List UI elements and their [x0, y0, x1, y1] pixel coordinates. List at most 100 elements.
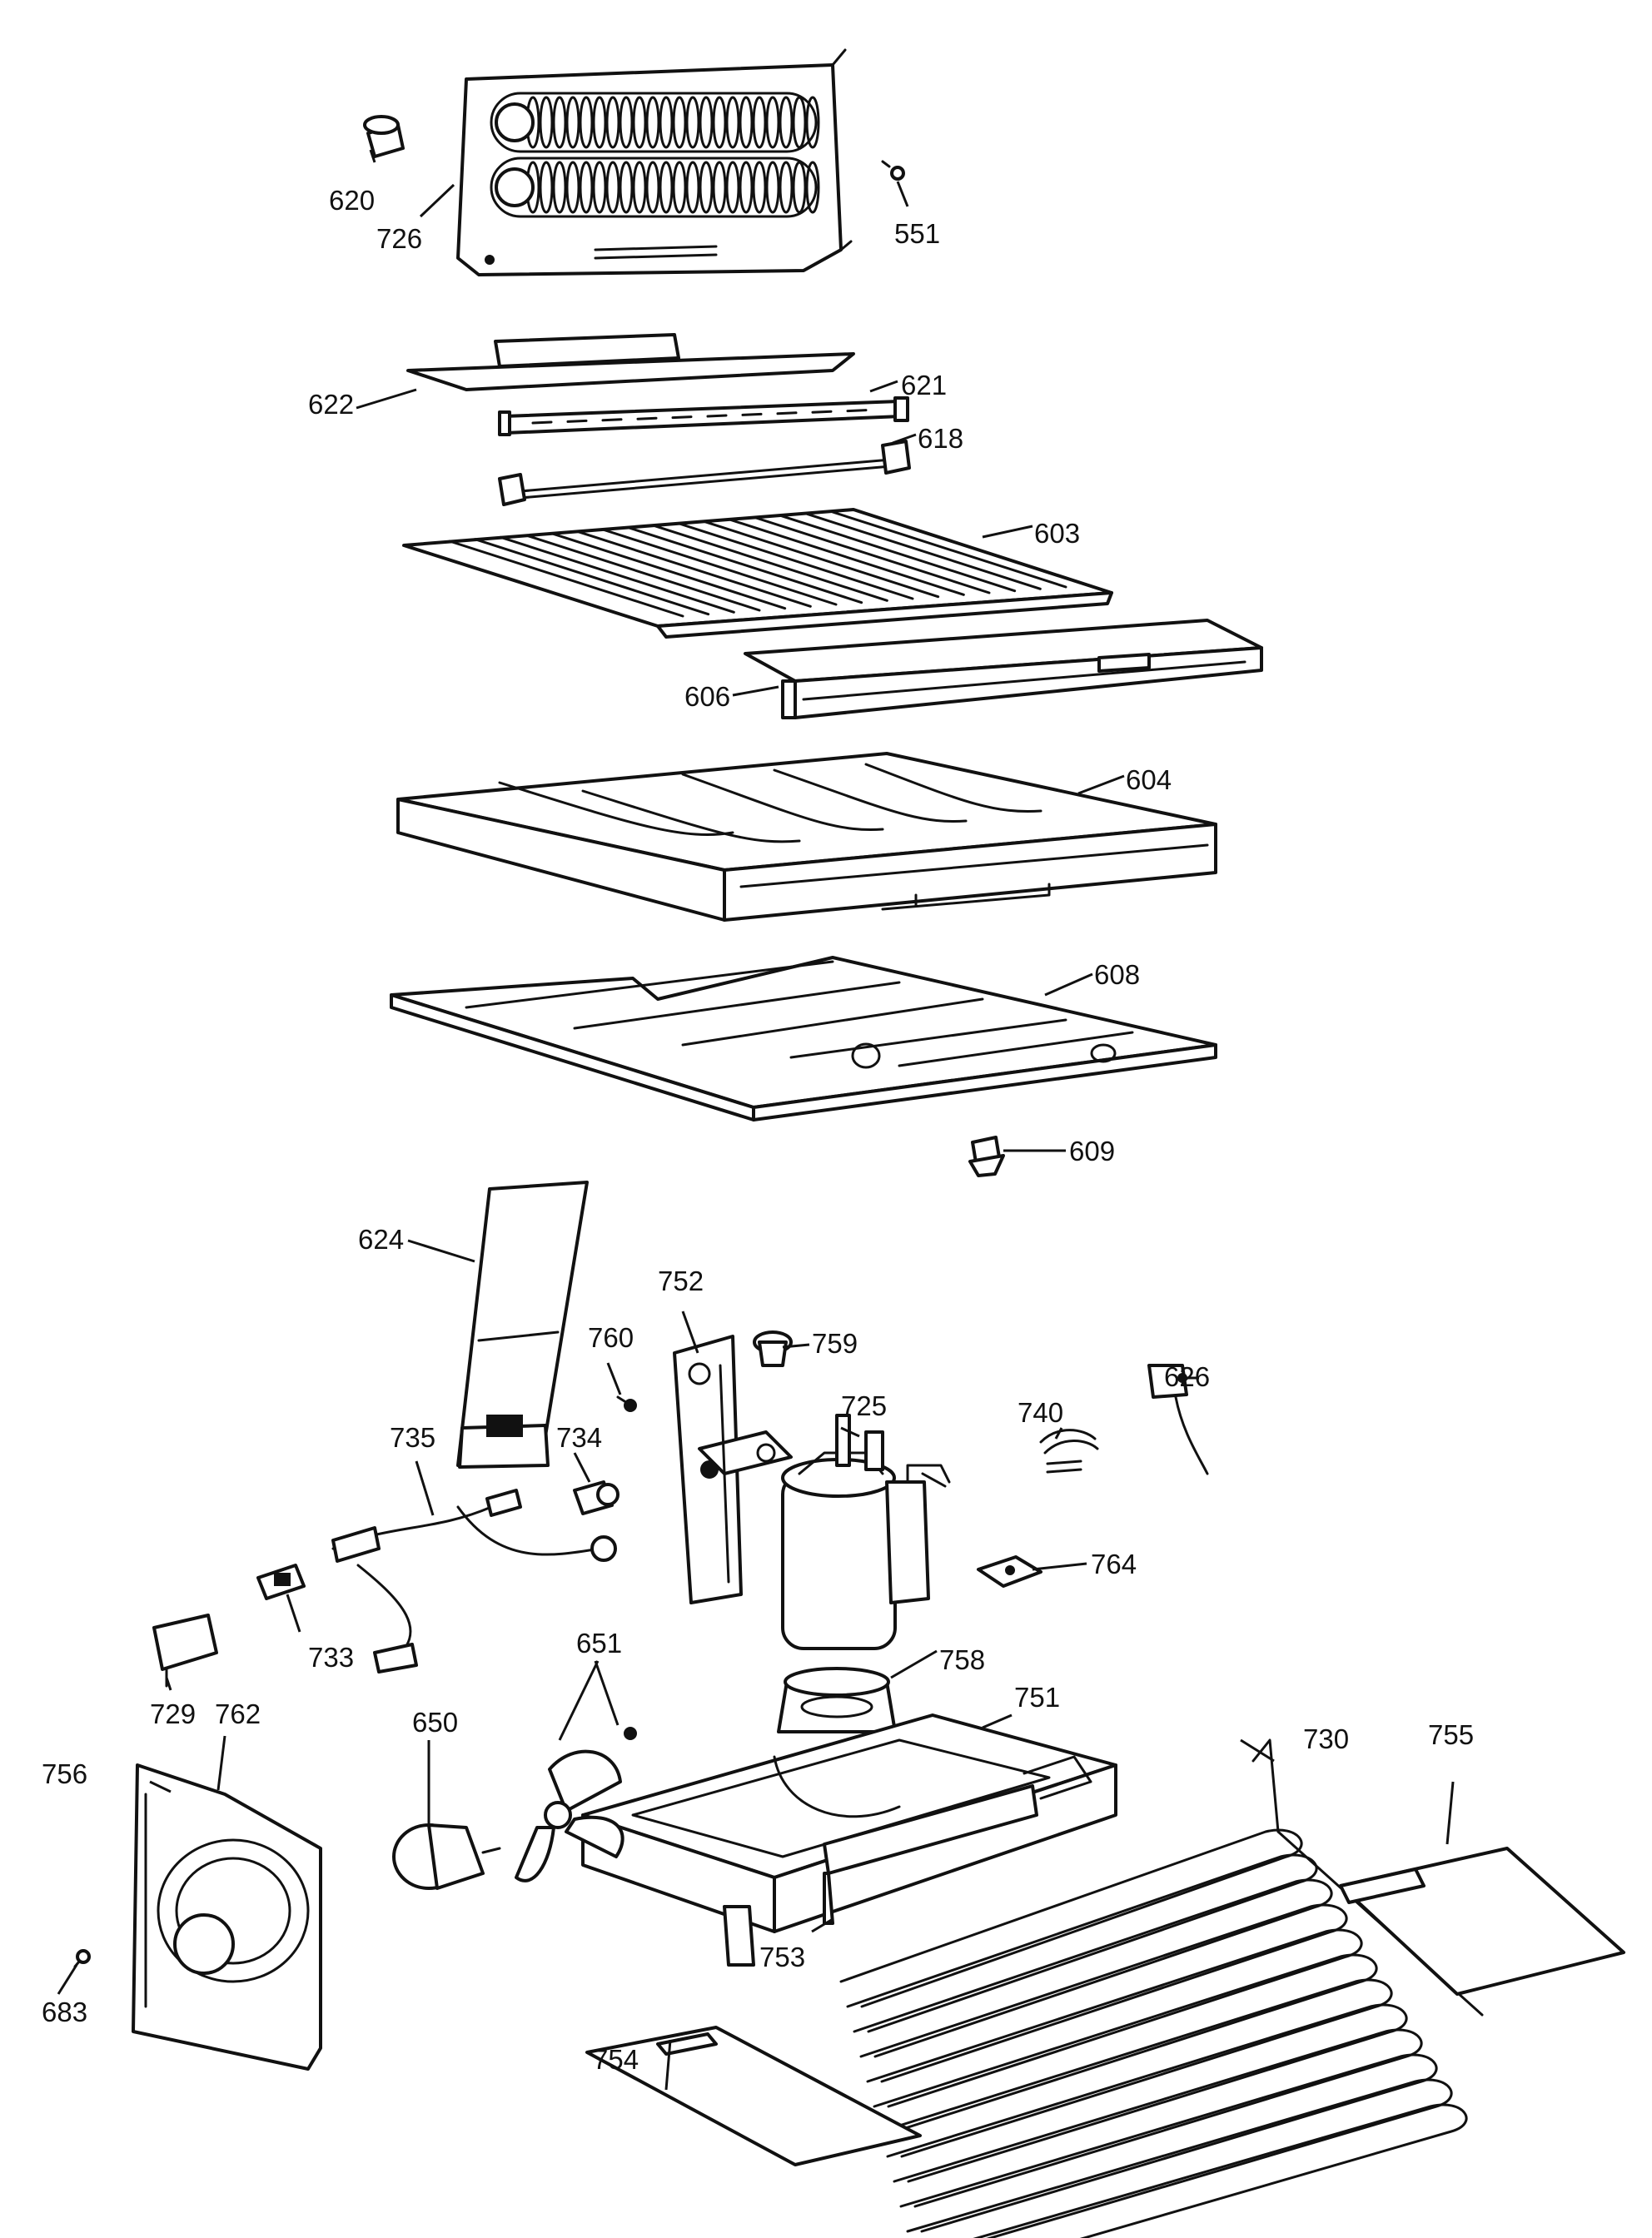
air-duct[interactable] [744, 619, 1263, 719]
evaporator-bracket[interactable] [406, 333, 855, 391]
label-621: 621 [901, 370, 947, 400]
screw-551[interactable] [881, 160, 905, 181]
coil-fin [765, 161, 780, 214]
shelf-rib [525, 534, 761, 612]
base-channel[interactable] [823, 1784, 1038, 1925]
label-740: 740 [1018, 1397, 1063, 1428]
shelf-rib [831, 510, 1067, 589]
evaporator-coil[interactable] [456, 48, 853, 276]
label-758: 758 [939, 1644, 985, 1675]
cover-plate-755[interactable] [1339, 1847, 1625, 1996]
grommet[interactable] [363, 115, 405, 158]
coil-fin [779, 96, 794, 149]
power-cord-plug[interactable] [1147, 1364, 1209, 1475]
shelf-rib [601, 528, 838, 606]
coil-fin [792, 96, 807, 149]
coil-fin [605, 96, 620, 149]
label-762: 762 [215, 1698, 261, 1729]
label-551: 551 [894, 218, 940, 249]
switch[interactable] [256, 1564, 306, 1600]
shelf-rib [729, 518, 965, 596]
terminal-plate[interactable] [977, 1555, 1042, 1588]
air-duct-panel[interactable] [456, 1181, 589, 1469]
coil-fin [565, 96, 580, 149]
label-608: 608 [1094, 959, 1140, 990]
label-624: 624 [358, 1224, 404, 1255]
label-651: 651 [576, 1628, 622, 1659]
condenser-fan-shroud[interactable] [132, 1763, 322, 2071]
shelf-rib [652, 524, 888, 602]
shelf-rib [448, 540, 684, 618]
heater-slot [566, 419, 588, 423]
label-603: 603 [1034, 518, 1080, 549]
coil-fin [712, 96, 727, 149]
coil-fin [805, 161, 820, 214]
coil-fin [685, 96, 700, 149]
label-726: 726 [376, 223, 422, 254]
label-752: 752 [658, 1266, 704, 1296]
label-609: 609 [1069, 1136, 1115, 1166]
shelf-rib [805, 512, 1042, 590]
wiring-harness[interactable] [331, 1489, 617, 1674]
cover-plate-754[interactable] [585, 2026, 922, 2166]
capacitor[interactable] [152, 1614, 218, 1688]
shelf-rib [575, 530, 812, 608]
shelf[interactable] [402, 508, 1113, 639]
grommet-759[interactable] [753, 1330, 793, 1367]
coil-fin [659, 161, 674, 214]
wire-clip[interactable] [1039, 1429, 1099, 1474]
label-754: 754 [593, 2044, 639, 2075]
coil-fin [699, 96, 714, 149]
label-735: 735 [390, 1422, 435, 1453]
coil-fin [805, 96, 820, 149]
coil-fin [765, 96, 780, 149]
coil-fin [752, 161, 767, 214]
coil-fin [779, 161, 794, 214]
compressor-mounting-bracket[interactable] [673, 1335, 793, 1604]
defrost-heater-rod[interactable] [498, 440, 911, 506]
label-733: 733 [308, 1642, 354, 1673]
condenser-tube [859, 1903, 1348, 2083]
label-725: 725 [841, 1390, 887, 1421]
coil-fin [605, 161, 620, 214]
label-650: 650 [412, 1707, 458, 1738]
part-number-labels: 620 726 551 622 621 618 603 606 604 608 … [42, 185, 1474, 2075]
label-604: 604 [1126, 764, 1172, 795]
label-626: 626 [1164, 1361, 1210, 1392]
heater-slot [846, 409, 868, 413]
thermostat[interactable] [573, 1480, 620, 1515]
heater-slot [811, 410, 833, 414]
coil-fin [632, 96, 647, 149]
label-606: 606 [684, 681, 730, 712]
condenser-tube [866, 1928, 1363, 2108]
compressor-mount-grommet[interactable] [777, 1667, 897, 1733]
fan-motor[interactable] [392, 1823, 501, 1890]
coil-fin [685, 161, 700, 214]
coil-fin [579, 161, 594, 214]
freezer-floor-pan[interactable] [396, 752, 1217, 922]
shelf-rib [474, 538, 710, 616]
defrost-heater-strip[interactable] [498, 396, 909, 436]
heater-slot [636, 416, 658, 420]
fan-nut[interactable] [624, 1727, 637, 1740]
shelf-rib [704, 520, 940, 599]
label-734: 734 [556, 1422, 602, 1453]
clip-609[interactable] [968, 1136, 1005, 1177]
coil-fin [552, 161, 567, 214]
label-755: 755 [1428, 1719, 1474, 1750]
screw-760[interactable] [616, 1395, 637, 1412]
coil-fin [552, 96, 567, 149]
compressor[interactable] [781, 1414, 951, 1650]
condenser-tube [886, 2003, 1408, 2183]
coil-fin [725, 96, 740, 149]
coil-fin [659, 96, 674, 149]
shelf-rib [678, 522, 914, 600]
screw-683[interactable] [73, 1949, 91, 1968]
fan-blade[interactable] [515, 1749, 624, 1882]
coil-fin [792, 161, 807, 214]
fresh-food-ceiling[interactable] [390, 956, 1217, 1121]
coil-fin [579, 96, 594, 149]
shelf-rib [627, 526, 863, 604]
coil-fin [645, 161, 660, 214]
label-730: 730 [1303, 1723, 1349, 1754]
